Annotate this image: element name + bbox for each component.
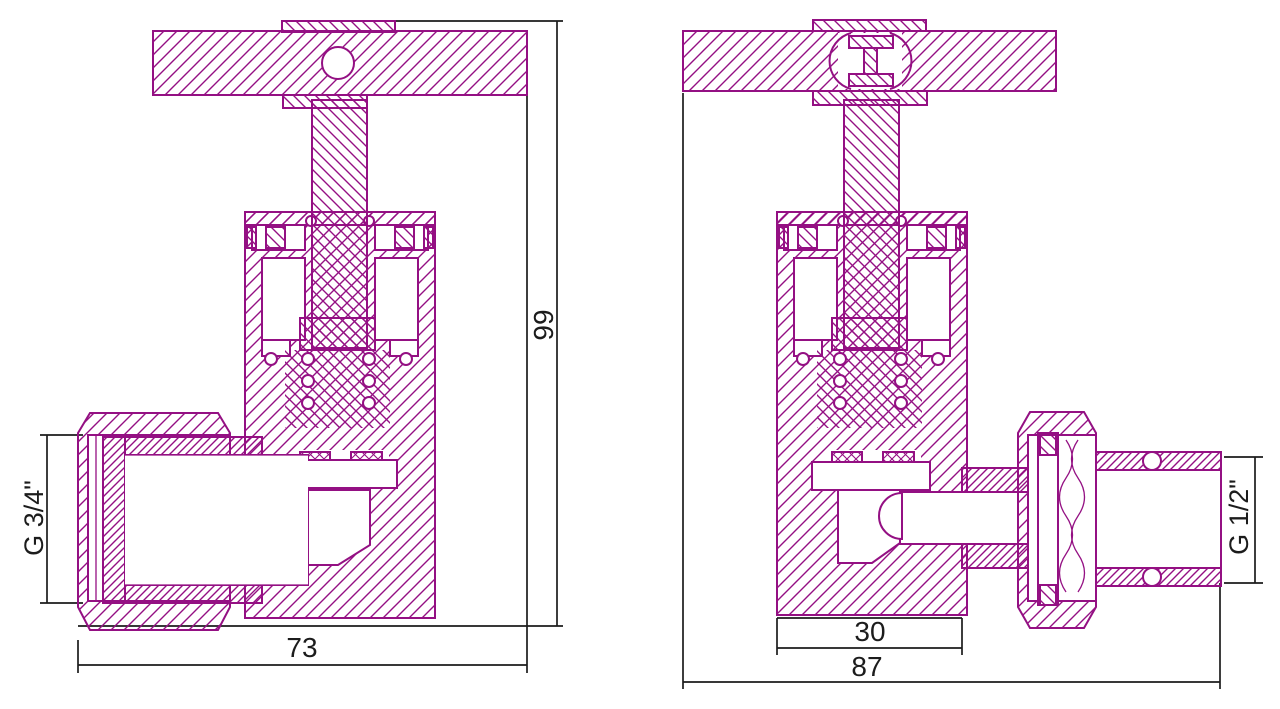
left-handle-hole: [321, 46, 355, 80]
right-tailpiece-flange: [1037, 432, 1059, 606]
right-valve-handle: [682, 19, 1057, 106]
dim-label-right-body-width: 30: [854, 616, 885, 647]
left-tailpiece-flange: [102, 436, 126, 604]
thread-label-left: G 3/4": [19, 480, 49, 556]
right-valve-dimensions: [682, 93, 1263, 689]
thread-label-right: G 1/2": [1224, 479, 1254, 555]
right-o-ring-top: [1142, 451, 1162, 471]
right-union-nut: [1017, 411, 1097, 629]
right-handle-screw-tab: [812, 19, 927, 32]
left-valve-dimensions: [40, 20, 563, 673]
left-union-nut: [77, 412, 308, 631]
dim-label-right-width: 87: [851, 651, 882, 682]
dim-label-left-height: 99: [528, 309, 559, 340]
right-valve-view: 30 87 G 1/2": [682, 19, 1263, 689]
left-valve-handle: [152, 20, 528, 109]
dim-label-left-width: 73: [286, 632, 317, 663]
left-valve-view: 73 99 G 3/4": [19, 20, 563, 673]
right-threaded-pipe: [1095, 451, 1222, 587]
right-handle-spoke: [848, 35, 894, 49]
right-o-ring-bottom: [1142, 567, 1162, 587]
right-valve-plug: [878, 491, 903, 541]
